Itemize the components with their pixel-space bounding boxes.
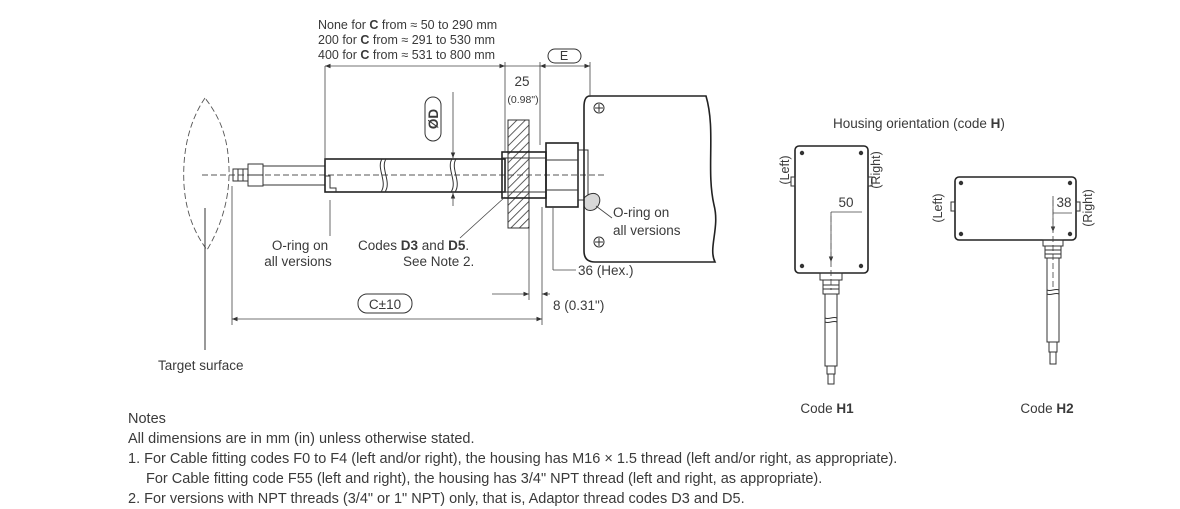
probe-shaft bbox=[262, 165, 326, 186]
housing-screw-top bbox=[593, 102, 605, 114]
dim-8-label: 8 (0.31") bbox=[553, 298, 604, 313]
h1-left-label: (Left) bbox=[778, 155, 792, 184]
notes-item-1b: For Cable fitting code F55 (left and rig… bbox=[146, 471, 823, 487]
target-surface-label: Target surface bbox=[158, 358, 244, 373]
orientation-title: Housing orientation (code H) bbox=[833, 116, 1005, 131]
hex-label: 36 (Hex.) bbox=[578, 263, 634, 278]
dimension-lines bbox=[231, 62, 613, 325]
dim-25-inch-label: (0.98") bbox=[507, 94, 538, 106]
h2-code-label: Code H2 bbox=[1020, 401, 1073, 416]
notes-item-2: 2. For versions with NPT threads (3/4" o… bbox=[128, 491, 745, 507]
mounting-wall bbox=[507, 119, 530, 229]
break-symbol-left bbox=[379, 158, 388, 193]
break-symbol-right bbox=[449, 158, 458, 193]
oring-left-line2: all versions bbox=[264, 254, 332, 269]
notes-item-1: 1. For Cable fitting codes F0 to F4 (lef… bbox=[128, 451, 898, 467]
h2-right-label: (Right) bbox=[1081, 189, 1095, 227]
target-surface-outline bbox=[183, 97, 230, 251]
svg-text:None for C from ≈ 50 to 290 mm: None for C from ≈ 50 to 290 mm bbox=[318, 18, 497, 32]
housing-h1-view bbox=[790, 145, 873, 385]
notes-units: All dimensions are in mm (in) unless oth… bbox=[128, 431, 475, 447]
e-dimension-label: E bbox=[547, 48, 582, 64]
notes-heading: Notes bbox=[128, 411, 166, 427]
h1-right-label: (Right) bbox=[869, 151, 883, 189]
oring-left-line1: O-ring on bbox=[272, 238, 328, 253]
h2-left-label: (Left) bbox=[931, 193, 945, 222]
svg-text:200 for C from ≈ 291 to 530 mm: 200 for C from ≈ 291 to 530 mm bbox=[318, 33, 495, 47]
oring-groove-left bbox=[325, 175, 337, 192]
oring-right-symbol bbox=[583, 193, 601, 211]
housing-screw-bottom bbox=[593, 236, 605, 248]
c-dimension-label: C±10 bbox=[357, 293, 413, 314]
length-note: None for C from ≈ 50 to 290 mm 200 for C… bbox=[318, 18, 497, 62]
codes-label-line2: See Note 2. bbox=[403, 254, 474, 269]
svg-text:E: E bbox=[560, 49, 568, 63]
svg-text:400 for C from ≈ 531 to 800 mm: 400 for C from ≈ 531 to 800 mm bbox=[318, 48, 495, 62]
oring-right-line2: all versions bbox=[613, 223, 681, 238]
transmitter-housing bbox=[583, 95, 717, 263]
h2-dim-label: 38 bbox=[1056, 195, 1071, 210]
h1-dim-label: 50 bbox=[838, 195, 853, 210]
svg-text:ØD: ØD bbox=[426, 109, 441, 130]
oring-right-line1: O-ring on bbox=[613, 205, 669, 220]
housing-neck bbox=[577, 149, 589, 201]
housing-h2-view bbox=[950, 176, 1081, 365]
diameter-d-label: ØD bbox=[424, 96, 442, 142]
notes-section: Notes All dimensions are in mm (in) unle… bbox=[128, 409, 897, 509]
probe-body bbox=[324, 158, 506, 193]
svg-text:C±10: C±10 bbox=[369, 297, 401, 312]
probe-assembly bbox=[183, 95, 717, 350]
dim-25-label: 25 bbox=[514, 74, 529, 89]
codes-label: Codes D3 and D5. bbox=[358, 238, 469, 253]
h1-code-label: Code H1 bbox=[800, 401, 854, 416]
